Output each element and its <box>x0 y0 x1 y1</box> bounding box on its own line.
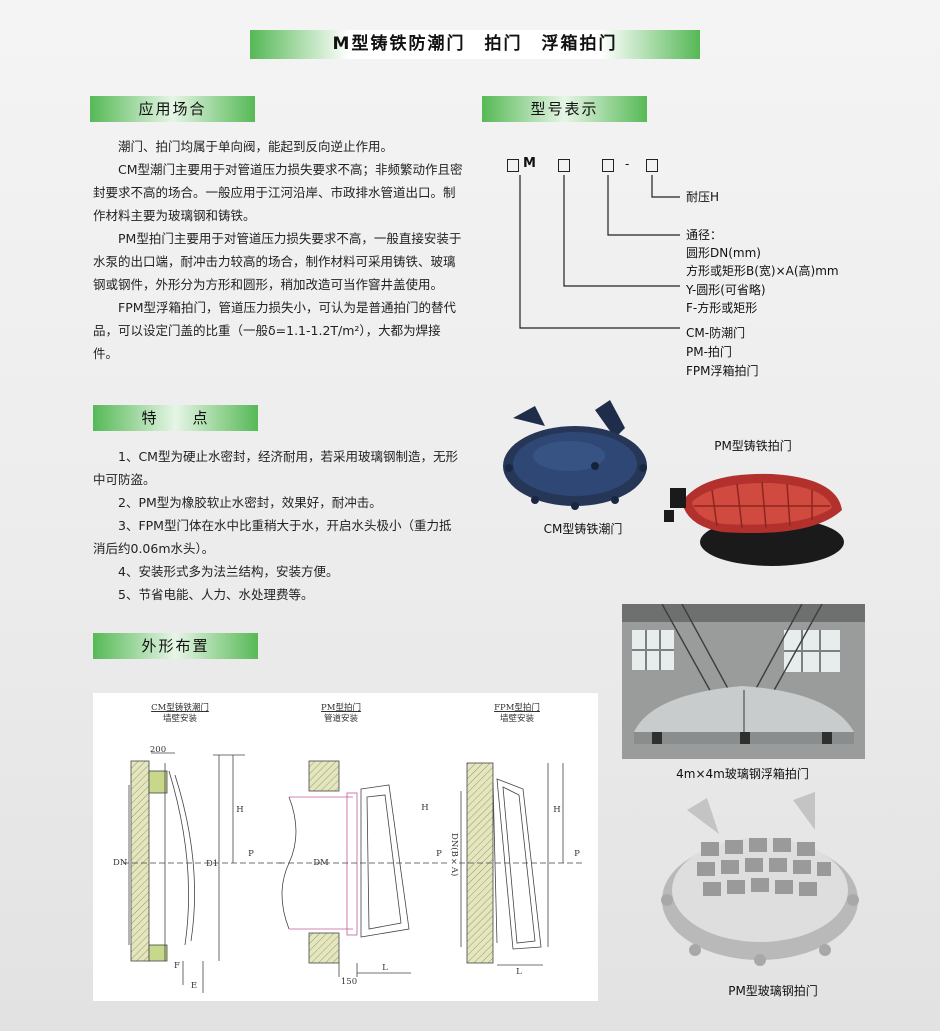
label-diameter-round: 圆形DN(mm) <box>686 246 761 260</box>
fpm-gate-caption: 4m×4m玻璃钢浮箱拍门 <box>676 767 809 781</box>
diagram-label-f: F <box>174 961 180 971</box>
pm-gate-caption: PM型铸铁拍门 <box>714 439 792 453</box>
pm-frp-gate-photo <box>661 792 859 966</box>
diagram-pm-title: PM型拍门 <box>321 703 361 713</box>
code-dash: - <box>625 157 630 171</box>
label-type-pm: PM-拍门 <box>686 345 732 359</box>
diagram-label-dn: DN <box>113 858 128 868</box>
section-heading-application: 应用场合 <box>90 96 255 122</box>
diagram-label-l-pm: L <box>382 963 388 973</box>
cm-gate-caption: CM型铸铁潮门 <box>543 522 623 536</box>
label-shape-y: Y-圆形(可省略) <box>686 283 766 297</box>
pm-frp-gate-caption: PM型玻璃钢拍门 <box>728 984 818 998</box>
label-diameter-rect: 方形或矩形B(宽)×A(高)mm <box>686 264 839 278</box>
section-heading-features: 特 点 <box>93 405 258 431</box>
feature-item: 2、PM型为橡胶软止水密封，效果好，耐冲击。 <box>118 495 382 510</box>
diagram-label-h-fpm: H <box>553 805 561 815</box>
feature-item: 5、节省电能、人力、水处理费等。 <box>118 587 314 602</box>
diagram-pm-subtitle: 管道安装 <box>323 714 358 724</box>
pm-gate-photo <box>664 473 844 566</box>
application-text: 潮门、拍门均属于单向阀，能起到反向逆止作用。 CM型潮门主要用于对管道压力损失要… <box>93 135 463 365</box>
code-box-diameter <box>602 159 614 172</box>
diagram-fpm-subtitle: 墙壁安装 <box>499 714 534 724</box>
application-paragraph: PM型拍门主要用于对管道压力损失要求不高，一般直接安装于水泵的出口端，耐冲击力较… <box>93 231 462 292</box>
diagram-label-p-pm: P <box>436 849 442 859</box>
code-box-shape <box>558 159 570 172</box>
diagram-label-d1: D1 <box>206 859 219 869</box>
code-box-type <box>507 159 519 172</box>
feature-item: 4、安装形式多为法兰结构，安装方便。 <box>118 564 339 579</box>
section-heading-layout: 外形布置 <box>93 633 258 659</box>
model-code-connectors <box>519 175 680 329</box>
label-shape-f: F-方形或矩形 <box>686 301 758 315</box>
label-diameter-title: 通径： <box>686 228 723 242</box>
label-type-fpm: FPM浮箱拍门 <box>686 364 759 378</box>
layout-diagram: CM型铸铁潮门 墙壁安装 PM型拍门 管道安装 FPM型拍门 墙壁安装 <box>93 693 598 1001</box>
diagram-dim-150: 150 <box>340 977 358 987</box>
application-paragraph: CM型潮门主要用于对管道压力损失要求不高；非频繁动作且密封要求不高的场合。一般应… <box>93 162 463 223</box>
features-list: 1、CM型为硬止水密封，经济耐用，若采用玻璃钢制造，无形中可防盗。 2、PM型为… <box>93 445 463 606</box>
diagram-label-e: E <box>190 981 198 991</box>
section-heading-model: 型号表示 <box>482 96 647 122</box>
code-letter: M <box>523 156 536 171</box>
application-paragraph: 潮门、拍门均属于单向阀，能起到反向逆止作用。 <box>118 139 394 154</box>
code-box-pressure <box>646 159 658 172</box>
diagram-label-h-cm: H <box>236 805 244 815</box>
cm-gate-photo <box>503 400 647 510</box>
label-pressure: 耐压H <box>686 190 720 204</box>
diagram-fpm-title: FPM型拍门 <box>494 703 540 713</box>
application-paragraph: FPM型浮箱拍门，管道压力损失小，可认为是普通拍门的替代品，可以设定门盖的比重（… <box>93 300 457 361</box>
diagram-cm-title: CM型铸铁潮门 <box>151 703 209 713</box>
diagram-drawing <box>123 752 583 993</box>
diagram-cm-subtitle: 墙壁安装 <box>162 714 197 724</box>
fpm-gate-photo <box>622 604 865 759</box>
diagram-dim-200: 200 <box>149 745 167 755</box>
diagram-label-h-pm: H <box>421 803 429 813</box>
diagram-label-dm: DM <box>313 858 329 868</box>
diagram-label-dnba: DN(B×A) <box>449 833 459 877</box>
feature-item: 1、CM型为硬止水密封，经济耐用，若采用玻璃钢制造，无形中可防盗。 <box>93 449 458 487</box>
diagram-label-p-cm: P <box>248 849 254 859</box>
diagram-label-l-fpm: L <box>516 967 522 977</box>
page-title: M型铸铁防潮门 拍门 浮箱拍门 <box>250 30 700 59</box>
diagram-label-p-fpm: P <box>574 849 580 859</box>
feature-item: 3、FPM型门体在水中比重稍大于水，开启水头极小（重力抵消后约0.06m水头）。 <box>93 518 452 556</box>
label-type-cm: CM-防潮门 <box>686 326 746 340</box>
